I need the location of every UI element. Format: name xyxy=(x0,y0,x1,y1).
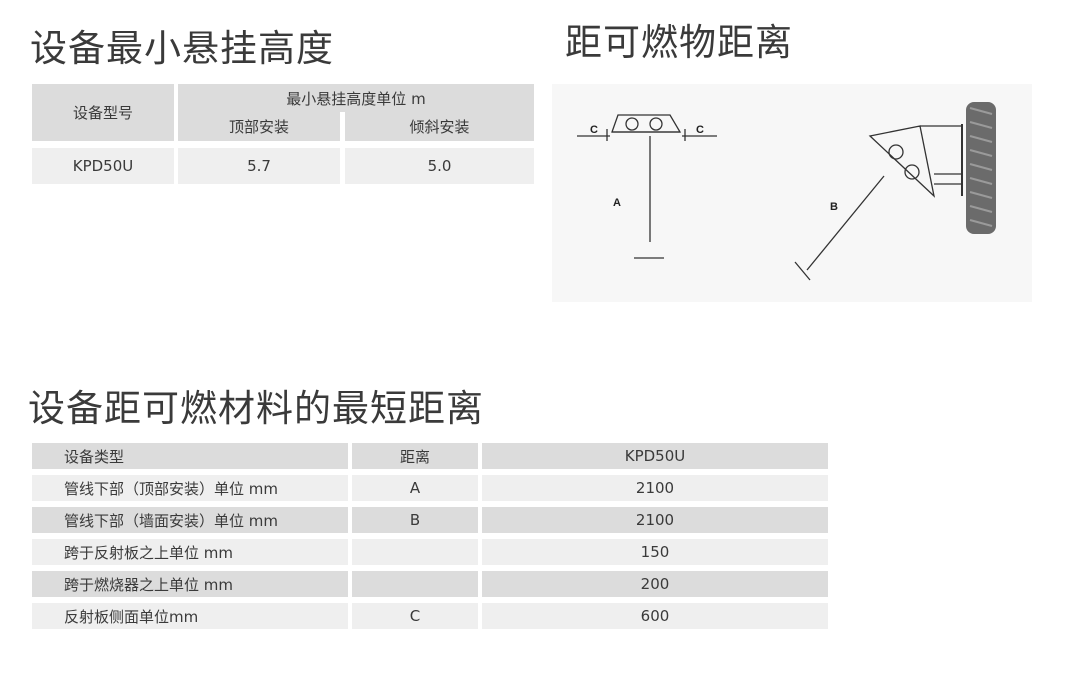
cell-tilt-mount-value: 5.0 xyxy=(345,148,534,184)
wall-heater-icon xyxy=(794,125,962,281)
ceiling-heater-icon xyxy=(577,114,717,259)
header-min-height-unit: 最小悬挂高度单位 m xyxy=(178,84,534,112)
table-row-type: 管线下部（墙面安装）单位 mm xyxy=(32,507,348,533)
header-device-model: 设备型号 xyxy=(32,84,174,141)
table-row-type: 跨于燃烧器之上单位 mm xyxy=(32,571,348,597)
min-height-title: 设备最小悬挂高度 xyxy=(30,27,334,70)
table-row-value: 200 xyxy=(482,571,828,597)
table-row-type: 反射板侧面单位mm xyxy=(32,603,348,629)
label-b: B xyxy=(830,201,838,213)
table-row-value: 600 xyxy=(482,603,828,629)
table-row-distance xyxy=(352,571,478,597)
table-row-value: 150 xyxy=(482,539,828,565)
table-row-distance xyxy=(352,539,478,565)
cell-model: KPD50U xyxy=(32,148,174,184)
combustible-distance-title: 距可燃物距离 xyxy=(565,21,793,64)
cell-top-mount-value: 5.7 xyxy=(178,148,340,184)
header-tilt-mount: 倾斜安装 xyxy=(345,112,534,141)
header-distance: 距离 xyxy=(352,443,478,469)
header-device-type: 设备类型 xyxy=(32,443,348,469)
label-c-right: C xyxy=(696,124,704,136)
min-distance-title: 设备距可燃材料的最短距离 xyxy=(28,387,484,430)
table-row-value: 2100 xyxy=(482,507,828,533)
table-row-distance: B xyxy=(352,507,478,533)
table-row-type: 管线下部（顶部安装）单位 mm xyxy=(32,475,348,501)
wall-icon xyxy=(961,102,996,234)
table-row-type: 跨于反射板之上单位 mm xyxy=(32,539,348,565)
clearance-diagram: C C A B xyxy=(552,84,1032,302)
table-row-distance: A xyxy=(352,475,478,501)
table-row-value: 2100 xyxy=(482,475,828,501)
header-top-mount: 顶部安装 xyxy=(178,112,340,141)
table-row-distance: C xyxy=(352,603,478,629)
header-kpd50u: KPD50U xyxy=(482,443,828,469)
label-c-left: C xyxy=(590,124,598,136)
label-a: A xyxy=(613,197,621,209)
